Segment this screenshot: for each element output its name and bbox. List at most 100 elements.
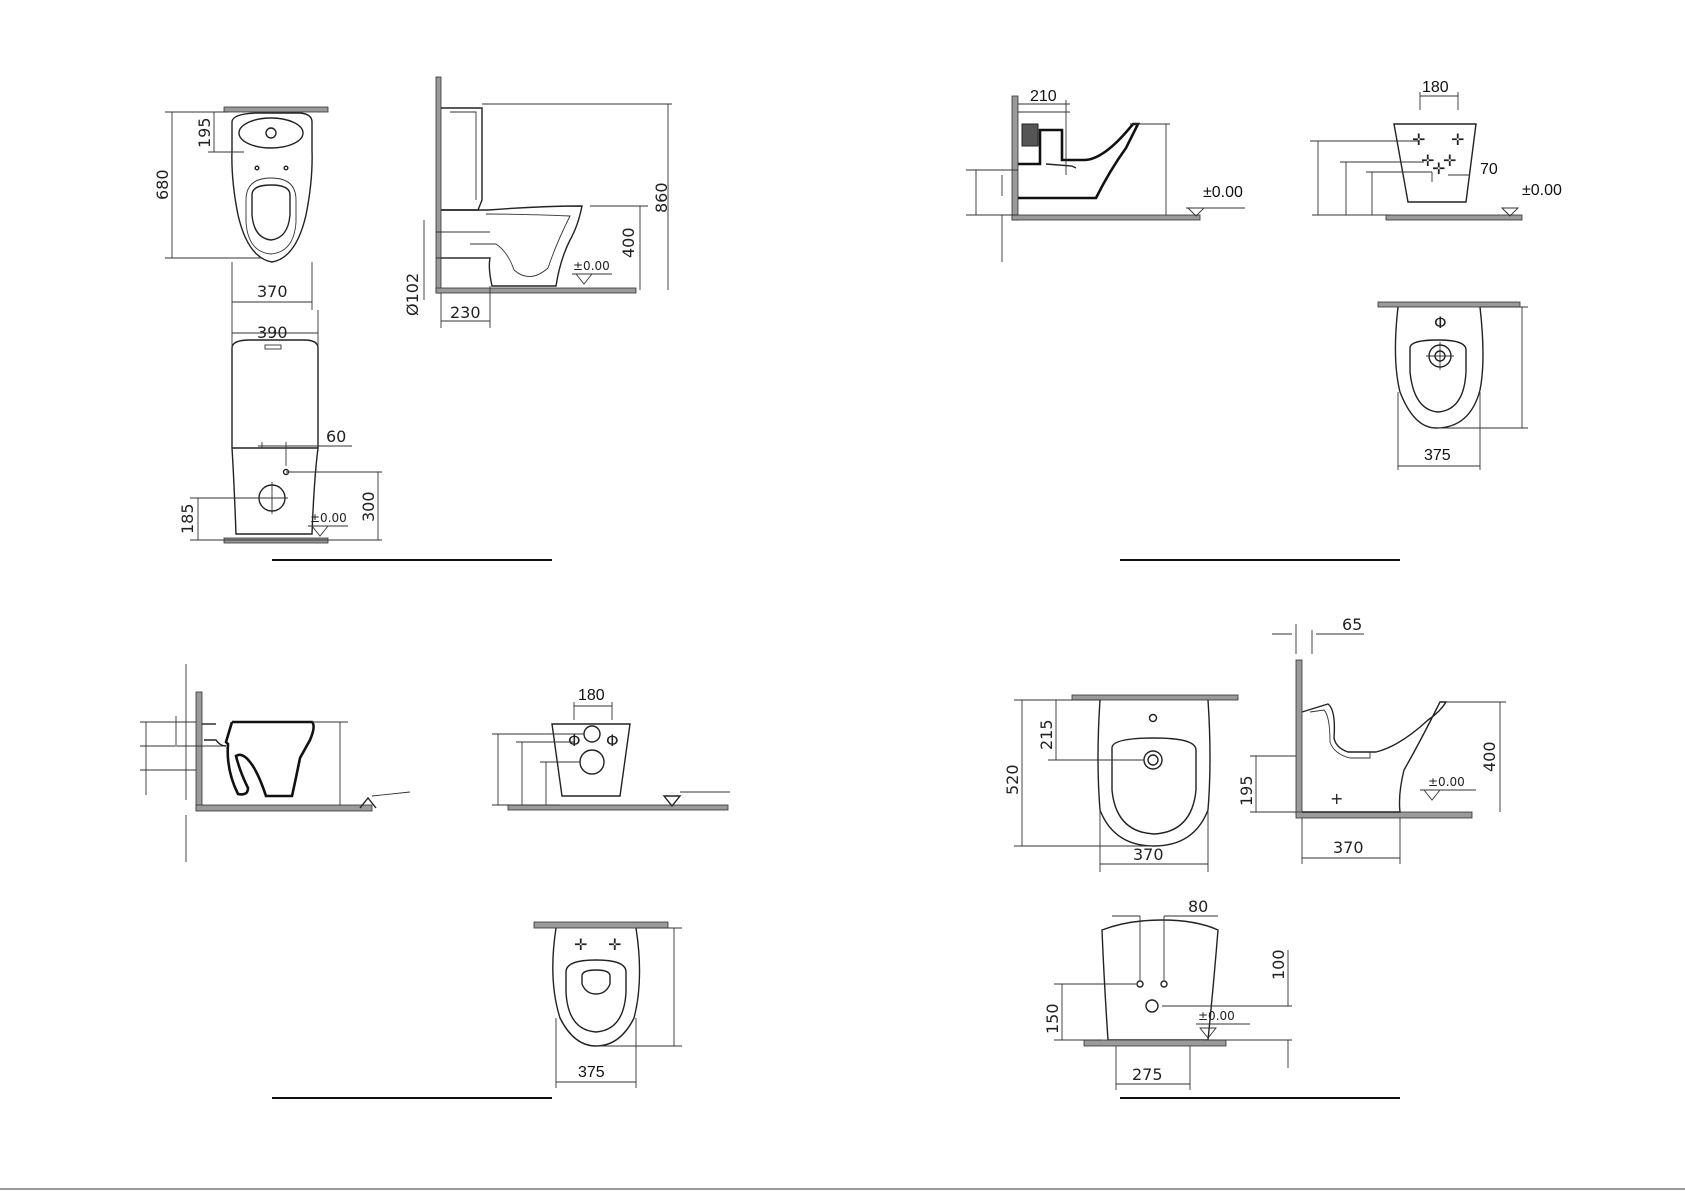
bracket-icon: [1022, 124, 1038, 146]
dimension-label: 150: [1043, 1003, 1062, 1034]
dimension-label: 390: [257, 323, 288, 342]
floor-bidet-side-view: + 65 400 195 370 ±0.00: [1237, 615, 1506, 864]
level-label: ±0.00: [1428, 775, 1465, 789]
mount-point-icon: +: [1330, 789, 1343, 808]
wc-side-view: 860 400 Ø102 230 ±0.00: [403, 77, 672, 328]
dimension-label: 195: [195, 117, 214, 148]
bolt-hole-icon: Φ: [1434, 313, 1447, 332]
wall-hatch: [1072, 695, 1238, 700]
dimension-label: 370: [257, 282, 288, 301]
dimension-label: 180: [578, 687, 605, 704]
waste-icon: [1146, 1000, 1158, 1012]
dimension-label: 680: [153, 169, 172, 200]
floor-bidet-top-inner: [1112, 738, 1196, 834]
dimension-label: 370: [1333, 838, 1364, 857]
level-label: ±0.00: [1198, 1009, 1235, 1023]
dimension-label: 400: [1480, 741, 1499, 772]
wall-hatch: [534, 922, 668, 928]
wall-hatch: [1012, 96, 1018, 220]
dimension-label: 180: [1422, 79, 1449, 96]
dimension-label: 185: [178, 503, 197, 534]
floor-hatch: [1386, 215, 1522, 220]
panel-floor-standing-bidet: 520 215 370 + 65 400 195: [1003, 615, 1506, 1098]
waste-icon: ✛: [1432, 159, 1445, 178]
level-marker-icon: [1424, 790, 1440, 800]
level-label: ±0.00: [1522, 182, 1562, 199]
wall-wc-top-inner: [566, 960, 626, 1032]
cistern-inner: [450, 112, 476, 200]
dimension-label: 210: [1030, 88, 1057, 105]
wall-hatch: [436, 77, 441, 293]
dimension-label: 400: [619, 227, 638, 258]
bolt-right-icon: Φ: [606, 731, 619, 750]
wall-wc-top-view: ✛ ✛ 375: [534, 922, 682, 1088]
wall-hatch: [224, 107, 328, 112]
floor-hatch: [224, 538, 328, 543]
pan-outline: [441, 206, 582, 286]
dimension-label: 860: [652, 182, 671, 213]
seat-hinge-right-icon: [284, 166, 288, 170]
wall-hatch: [1378, 302, 1520, 307]
bidet-side-view: 210 ±0.00: [966, 88, 1245, 262]
bidet-top-view: Φ 375: [1378, 302, 1528, 470]
dimension-label: 100: [1269, 949, 1288, 980]
dimension-label: 230: [450, 303, 481, 322]
inlet-icon: [584, 726, 600, 742]
supply-right-icon: [1161, 981, 1167, 987]
floor-hatch: [436, 288, 636, 293]
dimension-label: 375: [1424, 447, 1451, 464]
waste-icon: [1144, 751, 1162, 769]
panel-wall-hung-bidet: 210 ±0.00 ✛ ✛ ✛ ✛ ✛ 180 70 ±0.: [966, 79, 1562, 560]
outlet-icon: [580, 750, 604, 774]
supply-left-icon: [1137, 981, 1143, 987]
floor-hatch: [1296, 812, 1472, 818]
wall-wc-outline: [226, 722, 314, 796]
bidet-bowl: [1046, 164, 1076, 168]
level-label: ±0.00: [1203, 184, 1243, 201]
tap-hole-icon: [1150, 715, 1157, 722]
floor-hatch: [1012, 215, 1200, 220]
wall-wc-front-view: Φ Φ 180: [492, 687, 730, 810]
floor-bidet-top-view: 520 215 370: [1003, 695, 1238, 872]
level-label: ±0.00: [310, 511, 347, 525]
dimension-label: 275: [1132, 1065, 1163, 1084]
bolt-right-icon: ✛: [608, 935, 621, 954]
dimension-label: 370: [1133, 845, 1164, 864]
level-marker-icon: [576, 274, 592, 284]
bowl-inner: [252, 185, 290, 240]
wall-hatch: [196, 692, 202, 810]
dimension-label: Ø102: [403, 273, 422, 316]
dimension-label: 70: [1480, 161, 1498, 178]
level-label: ±0.00: [573, 259, 610, 273]
trap-outline: [470, 214, 570, 277]
dimension-label: 60: [326, 427, 346, 446]
dimension-label: 65: [1342, 615, 1362, 634]
dimension-label: 300: [359, 491, 378, 522]
panel-close-coupled-wc: 680 195 370 860 400 Ø102: [153, 77, 672, 560]
panel-wall-hung-wc: Φ Φ 180 ✛ ✛: [140, 664, 730, 1098]
bolt-left-icon: ✛: [574, 935, 587, 954]
bolt-left-icon: ✛: [1412, 130, 1425, 149]
floor-bidet-front-view: 80 100 150 275 ±0.00: [1043, 897, 1292, 1090]
front-outline: [232, 340, 318, 534]
dimension-label: 520: [1003, 764, 1022, 795]
wall-hatch: [1296, 660, 1302, 814]
wc-front-view: 390 60 185 300 ±0.00: [178, 310, 382, 543]
wall-wc-bowl: [582, 970, 610, 994]
floor-hatch: [1084, 1040, 1226, 1046]
flush-button-icon: [266, 128, 276, 138]
floor-hatch: [508, 805, 728, 810]
seat-hinge-left-icon: [255, 166, 259, 170]
level-marker-icon: [312, 526, 328, 536]
flush-button-icon: [265, 345, 281, 349]
level-marker-icon: [664, 796, 680, 806]
bolt-right-icon: ✛: [1451, 130, 1464, 149]
floor-bidet-side-outline: [1302, 702, 1446, 812]
dimension-label: 80: [1188, 897, 1208, 916]
wc-top-view: 680 195 370: [153, 107, 328, 310]
bidet-front-view: ✛ ✛ ✛ ✛ ✛ 180 70 ±0.00: [1310, 79, 1562, 220]
floor-hatch: [196, 805, 372, 811]
wall-wc-side-view: [140, 664, 410, 862]
cistern-lid: [239, 118, 303, 148]
